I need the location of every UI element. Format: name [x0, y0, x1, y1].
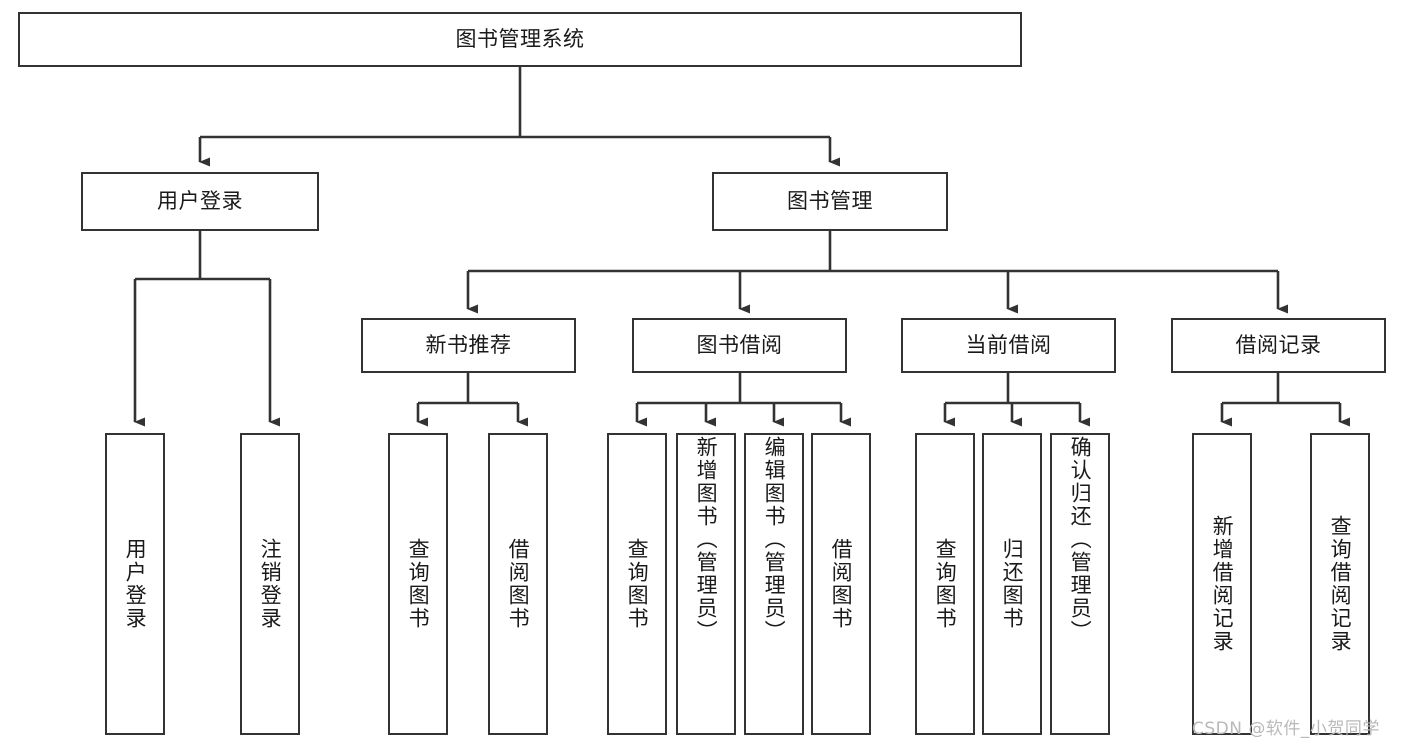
node-book-borrow-label: 图书借阅: [696, 332, 783, 357]
node-leaf-borrow-book-2[interactable]: 借阅图书: [811, 433, 871, 735]
node-leaf-return-book[interactable]: 归还图书: [982, 433, 1042, 735]
node-leaf-add-record-label: 新增借阅记录: [1210, 515, 1235, 653]
node-leaf-query-book-3[interactable]: 查询图书: [915, 433, 975, 735]
node-borrow-record[interactable]: 借阅记录: [1171, 318, 1386, 373]
node-leaf-confirm-return[interactable]: 确认归还（管理员）: [1050, 433, 1110, 735]
node-user-login[interactable]: 用户登录: [81, 172, 319, 231]
node-leaf-return-book-label: 归还图书: [1000, 538, 1025, 630]
node-leaf-query-book-1[interactable]: 查询图书: [388, 433, 448, 735]
node-book-manage-label: 图书管理: [787, 188, 873, 213]
node-leaf-query-book-2-label: 查询图书: [625, 538, 650, 630]
node-leaf-logout-login[interactable]: 注销登录: [240, 433, 300, 735]
node-new-book-recommend-label: 新书推荐: [425, 332, 512, 357]
node-leaf-query-record[interactable]: 查询借阅记录: [1310, 433, 1370, 735]
node-leaf-user-login[interactable]: 用户登录: [105, 433, 165, 735]
node-leaf-borrow-book-2-label: 借阅图书: [829, 538, 854, 630]
node-leaf-logout-login-label: 注销登录: [258, 538, 283, 630]
node-borrow-record-label: 借阅记录: [1235, 332, 1322, 357]
node-root[interactable]: 图书管理系统: [18, 12, 1022, 67]
node-leaf-add-book[interactable]: 新增图书（管理员）: [676, 433, 736, 735]
node-leaf-confirm-return-label: 确认归还（管理员）: [1068, 436, 1093, 643]
node-leaf-query-book-2[interactable]: 查询图书: [607, 433, 667, 735]
node-leaf-edit-book-label: 编辑图书（管理员）: [762, 436, 787, 643]
node-leaf-add-record[interactable]: 新增借阅记录: [1192, 433, 1252, 735]
node-leaf-add-book-label: 新增图书（管理员）: [694, 436, 719, 643]
node-leaf-edit-book[interactable]: 编辑图书（管理员）: [744, 433, 804, 735]
node-user-login-label: 用户登录: [157, 188, 243, 213]
node-current-borrow-label: 当前借阅: [965, 332, 1052, 357]
node-root-label: 图书管理系统: [455, 26, 585, 51]
node-book-manage[interactable]: 图书管理: [712, 172, 948, 231]
node-leaf-borrow-book-1-label: 借阅图书: [506, 538, 531, 630]
node-leaf-user-login-label: 用户登录: [123, 538, 148, 630]
node-leaf-borrow-book-1[interactable]: 借阅图书: [488, 433, 548, 735]
node-leaf-query-record-label: 查询借阅记录: [1328, 515, 1353, 653]
node-leaf-query-book-3-label: 查询图书: [933, 538, 958, 630]
node-leaf-query-book-1-label: 查询图书: [406, 538, 431, 630]
node-current-borrow[interactable]: 当前借阅: [901, 318, 1116, 373]
node-book-borrow[interactable]: 图书借阅: [632, 318, 847, 373]
csdn-watermark: CSDN @软件_小贺同学: [1192, 719, 1380, 739]
connector-lines: [133, 67, 1350, 427]
node-new-book-recommend[interactable]: 新书推荐: [361, 318, 576, 373]
